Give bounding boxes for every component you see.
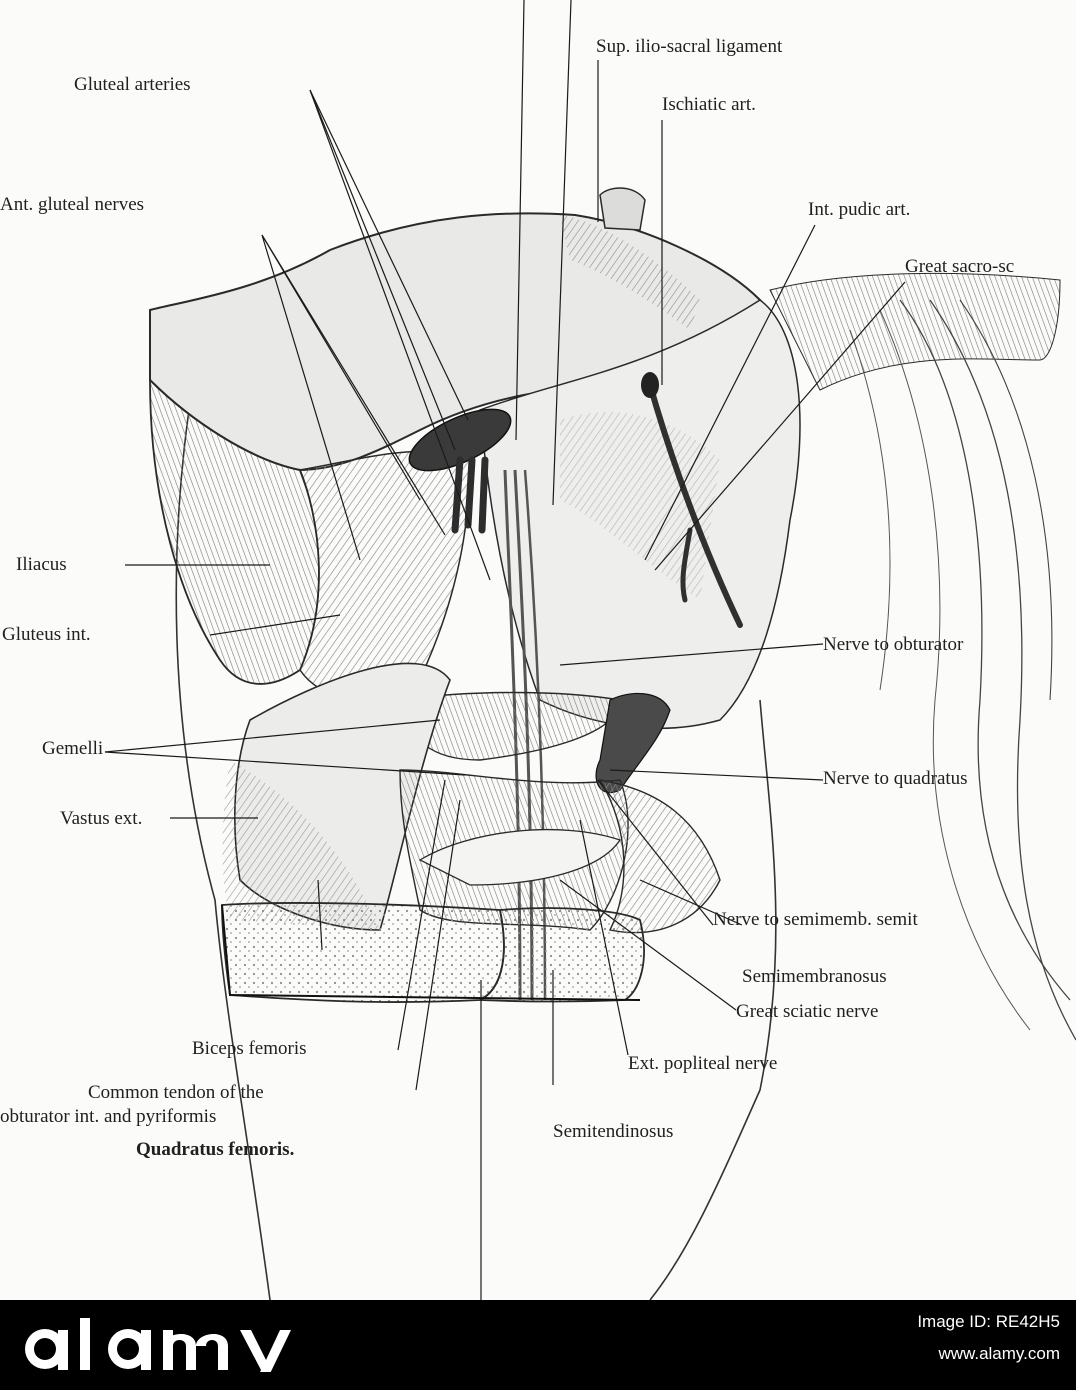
ischiatic-artery [647, 382, 743, 628]
label-ant-gluteal-nerves: Ant. gluteal nerves [0, 194, 145, 215]
semitendinosus-section [479, 907, 645, 1003]
label-sup-ilio-sacral-ligament: Sup. ilio-sacral ligament [596, 36, 783, 57]
label-nerve-to-semimemb: Nerve to semimemb. semit [713, 909, 918, 930]
hip-dissection-illustration [104, 0, 1076, 1300]
label-nerve-to-obturator: Nerve to obturator [823, 634, 964, 655]
label-nerve-to-quadratus: Nerve to quadratus [823, 768, 968, 789]
label-biceps-femoris: Biceps femoris [192, 1038, 307, 1059]
image-id-text: Image ID: RE42H5 [917, 1312, 1060, 1331]
label-vastus-ext: Vastus ext. [60, 808, 143, 829]
gluteal-artery-3 [478, 456, 489, 534]
gluteal-artery-1 [451, 456, 464, 534]
label-ext-popliteal-nerve: Ext. popliteal nerve [628, 1053, 778, 1074]
gemelli-muscle [399, 691, 621, 761]
watermark-bar: Image ID: RE42H5 www.alamy.com [0, 1300, 1076, 1390]
label-great-sciatic-nerve: Great sciatic nerve [736, 1001, 879, 1022]
alamy-logo [25, 1318, 291, 1372]
watermark-url: www.alamy.com [938, 1344, 1060, 1363]
limb-outline-right [649, 699, 777, 1300]
label-gluteal-arteries: Gluteal arteries [74, 74, 191, 95]
gluteal-artery-2 [464, 456, 476, 529]
label-great-sacro-sciatic: Great sacro-sc [905, 256, 1015, 277]
anatomical-figure: Sup. ilio-sacral ligament Gluteal arteri… [0, 0, 1076, 1300]
label-gluteus-int: Gluteus int. [2, 624, 91, 645]
label-common-tendon-line1: Common tendon of the [88, 1082, 264, 1103]
label-quadratus-femoris: Quadratus femoris. [136, 1139, 295, 1160]
leader-lines [104, 0, 906, 1300]
label-semimembranosus: Semimembranosus [742, 966, 887, 987]
label-semitendinosus: Semitendinosus [553, 1121, 674, 1142]
label-ischiatic-art: Ischiatic art. [662, 94, 756, 115]
semimembranosus-muscle [598, 779, 721, 934]
label-common-tendon-line2: obturator int. and pyriformis [0, 1106, 217, 1127]
label-gemelli: Gemelli [42, 738, 104, 759]
label-int-pudic-art: Int. pudic art. [808, 199, 911, 220]
tail-hair [769, 272, 1061, 391]
label-iliacus: Iliacus [16, 554, 67, 575]
biceps-femoris-section [221, 902, 505, 1003]
int-pudic-artery [680, 527, 693, 603]
